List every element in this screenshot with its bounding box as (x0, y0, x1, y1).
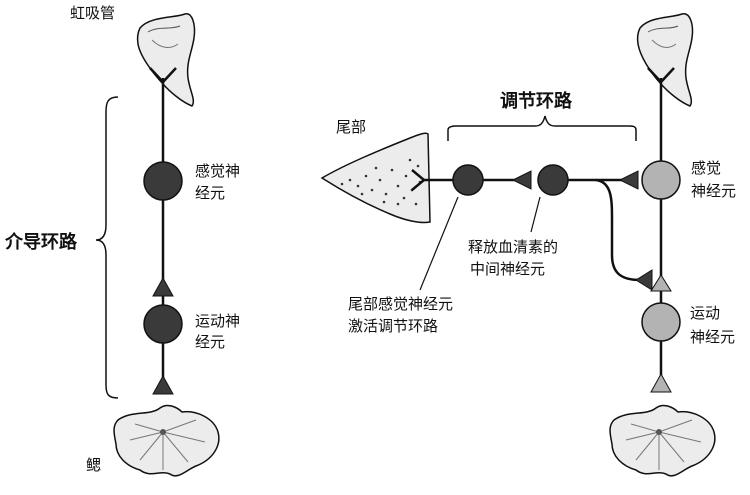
gill-label: 鳃 (86, 456, 101, 474)
modulatory-circuit-label: 调节环路 (500, 90, 573, 112)
interneuron-branch (595, 178, 641, 282)
serotonin-label-1: 释放血清素的 (468, 238, 558, 256)
gill-right-icon (609, 404, 716, 477)
tail-icon (320, 132, 431, 224)
sensory-right-label-2: 神经元 (691, 182, 736, 200)
sensory-left-label-2: 经元 (195, 184, 225, 202)
motor-right-label-2: 神经元 (690, 328, 735, 346)
synapse-left-lower (152, 374, 174, 395)
synapse-tail-to-interneuron (511, 170, 532, 190)
synapse-interneuron-to-motor (635, 269, 653, 291)
serotonin-label-2: 中间神经元 (470, 260, 545, 278)
tail-sensory-neuron (452, 164, 484, 196)
sensory-left-label-1: 感觉神 (195, 162, 240, 180)
synapse-left-upper (152, 276, 174, 297)
modulatory-circuit-brace (447, 115, 637, 141)
mediating-circuit-label: 介导环路 (4, 231, 78, 253)
right-dendrite-y (647, 67, 675, 84)
mediating-circuit-brace (95, 96, 119, 399)
tail-sensory-label-2: 激活调节环路 (348, 317, 438, 335)
motor-left-label-2: 经元 (195, 333, 225, 351)
motor-left-label-1: 运动神 (195, 312, 240, 330)
siphon-label: 虹吸管 (70, 4, 115, 22)
motor-neuron-left (143, 304, 183, 344)
tail-label: 尾部 (336, 118, 366, 136)
sensory-neuron-right (641, 160, 681, 200)
tail-sensory-pointer (419, 196, 459, 291)
gill-left-icon (113, 404, 220, 477)
synapse-right-upper (650, 274, 672, 292)
left-dendrite-y (149, 67, 177, 84)
motor-neuron-right (641, 302, 681, 342)
sensory-neuron-left (143, 161, 183, 201)
synapse-interneuron-to-sensory (618, 170, 639, 190)
serotonin-pointer (530, 196, 541, 233)
motor-right-label-1: 运动 (690, 304, 720, 322)
siphon-right-icon (636, 13, 694, 107)
tail-sensory-label-1: 尾部感觉神经元 (348, 295, 453, 313)
serotonin-interneuron (537, 164, 569, 196)
synapse-right-lower (650, 372, 672, 393)
sensory-right-label-1: 感觉 (691, 159, 721, 177)
siphon-left-icon (136, 13, 196, 107)
